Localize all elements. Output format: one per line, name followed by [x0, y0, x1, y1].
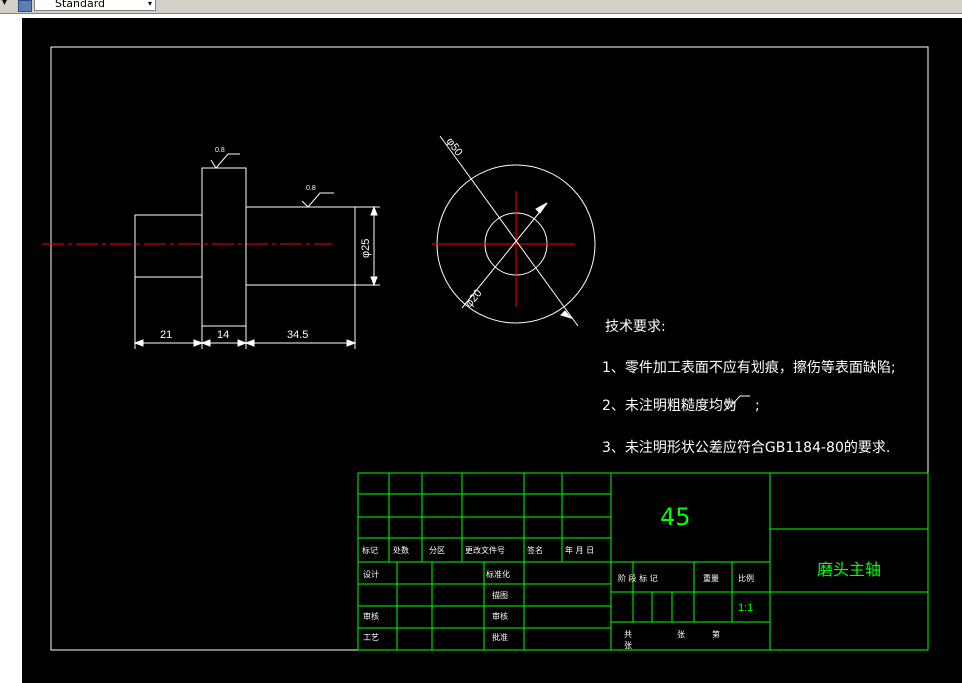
dim-dia-20: φ20 [463, 287, 485, 310]
dim-line-outer [439, 135, 579, 327]
label-drafting: 描图 [492, 590, 508, 600]
label-rev-sign: 签名 [527, 545, 543, 555]
label-rev-zone: 分区 [429, 546, 445, 555]
roughness-symbol-2 [301, 192, 334, 208]
text-style-icon[interactable] [18, 0, 32, 12]
tech-title: 技术要求: [605, 319, 666, 335]
dim-21: 21 [160, 329, 172, 341]
label-sheet-small: 张 [624, 641, 632, 650]
label-scale: 比例 [738, 573, 754, 583]
roughness-value-req: 6.3 [725, 400, 734, 406]
chevron-down-icon[interactable]: ▾ [147, 0, 152, 8]
scale-value: 1:1 [738, 602, 753, 614]
roughness-symbol-req [723, 395, 750, 410]
label-standardize: 标准化 [486, 569, 510, 579]
label-stage: 阶 段 标 记 [618, 573, 658, 583]
side-view [432, 135, 596, 327]
label-check: 审核 [492, 611, 508, 621]
tech-req-3: 3、未注明形状公差应符合GB1184-80的要求. [602, 439, 890, 456]
roughness-value-1: 0.8 [215, 147, 225, 154]
roughness-value-2: 0.8 [306, 185, 316, 192]
label-rev-date: 年 月 日 [565, 545, 594, 555]
drawing-viewport[interactable]: 0.8 0.8 φ25 21 14 34.5 φ50 φ20 技术要求: 1、零… [22, 18, 962, 683]
text-style-value: Standard [55, 0, 106, 10]
text-style-select[interactable]: Standard ▾ [34, 0, 156, 11]
dim-dia-50: φ50 [444, 136, 465, 159]
dim-14: 14 [217, 329, 229, 341]
drawing-border [50, 46, 929, 651]
toolbar: ▾ Standard ▾ [0, 0, 962, 14]
dim-line-inner [461, 202, 548, 309]
tech-req-1: 1、零件加工表面不应有划痕，擦伤等表面缺陷; [602, 359, 896, 376]
tech-req-2-tail: ; [755, 398, 760, 414]
shaft-section-collar [201, 167, 247, 327]
title-block [357, 472, 929, 651]
label-approve: 批准 [492, 632, 508, 642]
label-process: 工艺 [363, 633, 379, 642]
label-review: 审核 [363, 611, 379, 621]
dim-34-5: 34.5 [287, 329, 308, 341]
cad-drawing[interactable]: 0.8 0.8 φ25 21 14 34.5 φ50 φ20 技术要求: 1、零… [22, 18, 962, 683]
label-weight: 重量 [703, 573, 719, 583]
label-total: 共 [624, 630, 632, 639]
label-sheet-no: 第 [712, 629, 720, 639]
label-rev-mark: 标记 [362, 545, 378, 555]
label-rev-qty: 处数 [393, 545, 409, 555]
part-name: 磨头主轴 [817, 560, 881, 579]
shaft-section-left [134, 214, 203, 278]
label-rev-doc: 更改文件号 [465, 545, 505, 555]
roughness-symbol-1 [210, 153, 240, 169]
material-value: 45 [660, 503, 691, 531]
dim-dia-25: φ25 [360, 239, 372, 258]
toolbar-dropdown-arrow[interactable]: ▾ [2, 0, 8, 8]
label-design: 设计 [363, 569, 379, 579]
front-view [42, 153, 380, 349]
label-sheet-of: 张 [677, 630, 685, 639]
shaft-section-right [245, 206, 356, 286]
tech-req-2: 2、未注明粗糙度均为 [602, 398, 737, 414]
